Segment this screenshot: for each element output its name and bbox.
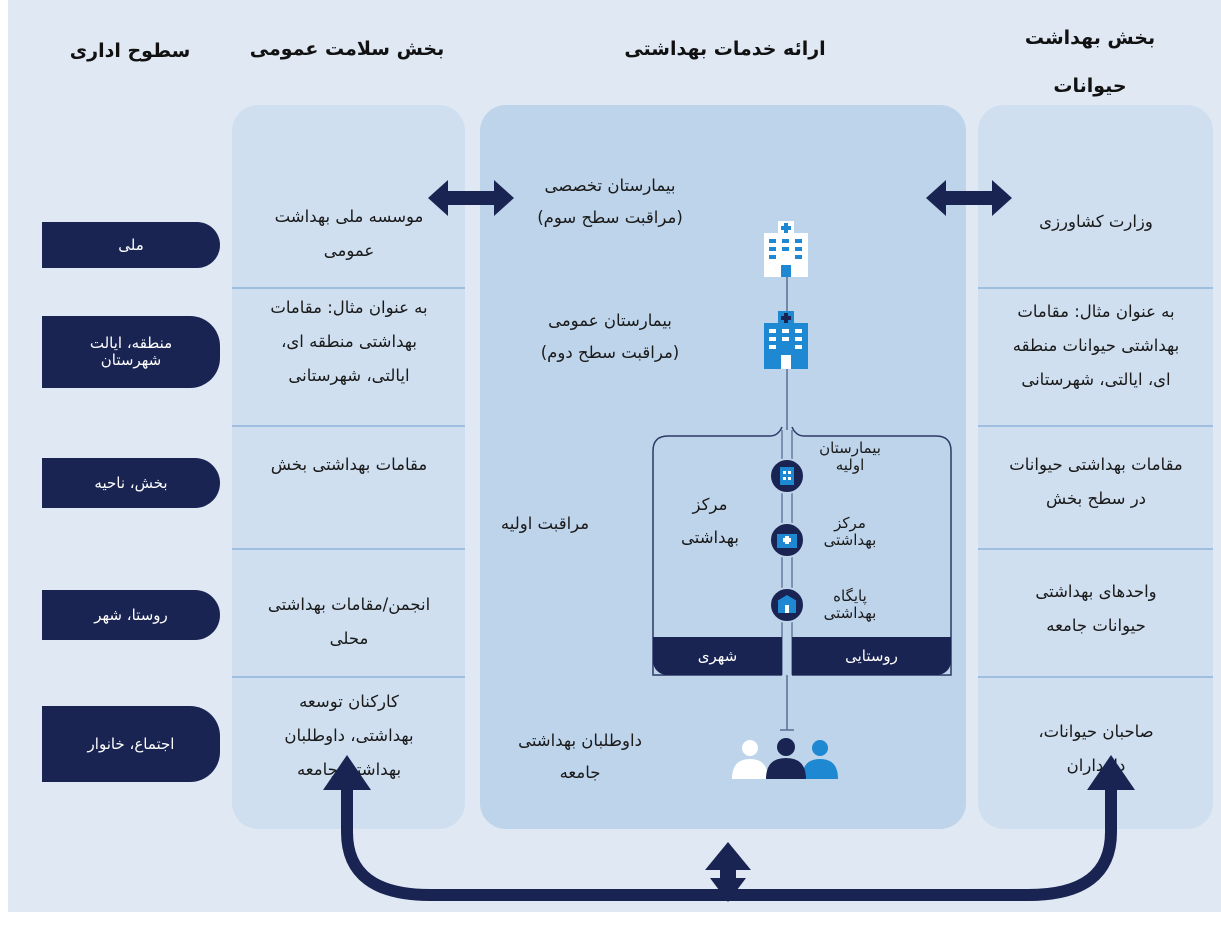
row-divider — [978, 287, 1213, 289]
animal-health-column — [978, 105, 1213, 829]
row-divider — [978, 676, 1213, 678]
row-divider — [978, 425, 1213, 427]
primary-hospital-label: بیمارستان اولیه — [819, 439, 881, 474]
public-health-region: به عنوان مثال: مقامات بهداشتی منطقه ای، … — [270, 298, 428, 385]
row-divider — [232, 676, 465, 678]
rural-health-center-label: مرکز بهداشتی — [823, 514, 877, 549]
header-public-health: بخش سلامت عمومی — [249, 38, 445, 60]
tertiary-hospital-label: بیمارستان تخصصی (مراقبت سطح سوم) — [537, 176, 683, 227]
level-district: بخش، ناحیه — [42, 458, 220, 508]
urban-tab: شهری — [653, 637, 782, 675]
level-region: منطقه، ایالت شهرستان — [42, 316, 220, 388]
people-icon — [732, 738, 838, 779]
header-animal-health: بخش بهداشت حیوانات — [985, 14, 1195, 110]
public-health-column — [232, 105, 465, 829]
row-divider — [232, 287, 465, 289]
urban-health-center-label: مرکز بهداشتی — [681, 495, 739, 547]
level-community: اجتماع، خانوار — [42, 706, 220, 782]
volunteers-label: داوطلبان بهداشتی جامعه — [518, 731, 642, 782]
animal-health-national: وزارت کشاورزی — [1039, 212, 1153, 231]
header-admin-levels: سطوح اداری — [69, 40, 191, 62]
primary-hospital-icon — [769, 458, 805, 494]
double-arrow-right — [926, 180, 1012, 216]
secondary-hospital-label: بیمارستان عمومی (مراقبت سطح دوم) — [540, 311, 680, 362]
header-animal-line2: حیوانات — [1053, 75, 1127, 97]
health-center-icon — [769, 522, 805, 558]
row-divider — [978, 548, 1213, 550]
header-animal-line1: بخش بهداشت — [1024, 27, 1156, 49]
hospital-secondary-icon — [764, 311, 808, 369]
health-post-label: پایگاه بهداشتی — [823, 587, 877, 622]
public-health-district: مقامات بهداشتی بخش — [270, 455, 428, 474]
hospital-tertiary-icon — [764, 221, 808, 277]
level-village: روستا، شهر — [42, 590, 220, 640]
public-health-local: انجمن/مقامات بهداشتی محلی — [267, 595, 431, 648]
public-health-community: کارکنان توسعه بهداشتی، داوطلبان بهداشتی … — [284, 692, 414, 779]
care-delivery-column — [480, 105, 966, 829]
row-divider — [232, 425, 465, 427]
double-arrow-left — [428, 180, 514, 216]
health-post-icon — [769, 587, 805, 623]
animal-health-community-units: واحدهای بهداشتی حیوانات جامعه — [1035, 582, 1157, 635]
animal-health-district: مقامات بهداشتی حیوانات در سطح بخش — [1009, 455, 1183, 508]
row-divider — [232, 548, 465, 550]
rural-tab: روستایی — [792, 637, 951, 675]
primary-care-label: مراقبت اولیه — [500, 514, 590, 533]
level-national: ملی — [42, 222, 220, 268]
header-care: ارائه خدمات بهداشتی — [624, 38, 826, 60]
public-health-national: موسسه ملی بهداشت عمومی — [274, 207, 424, 260]
animal-health-region: به عنوان مثال: مقامات بهداشتی حیوانات من… — [1012, 302, 1180, 389]
